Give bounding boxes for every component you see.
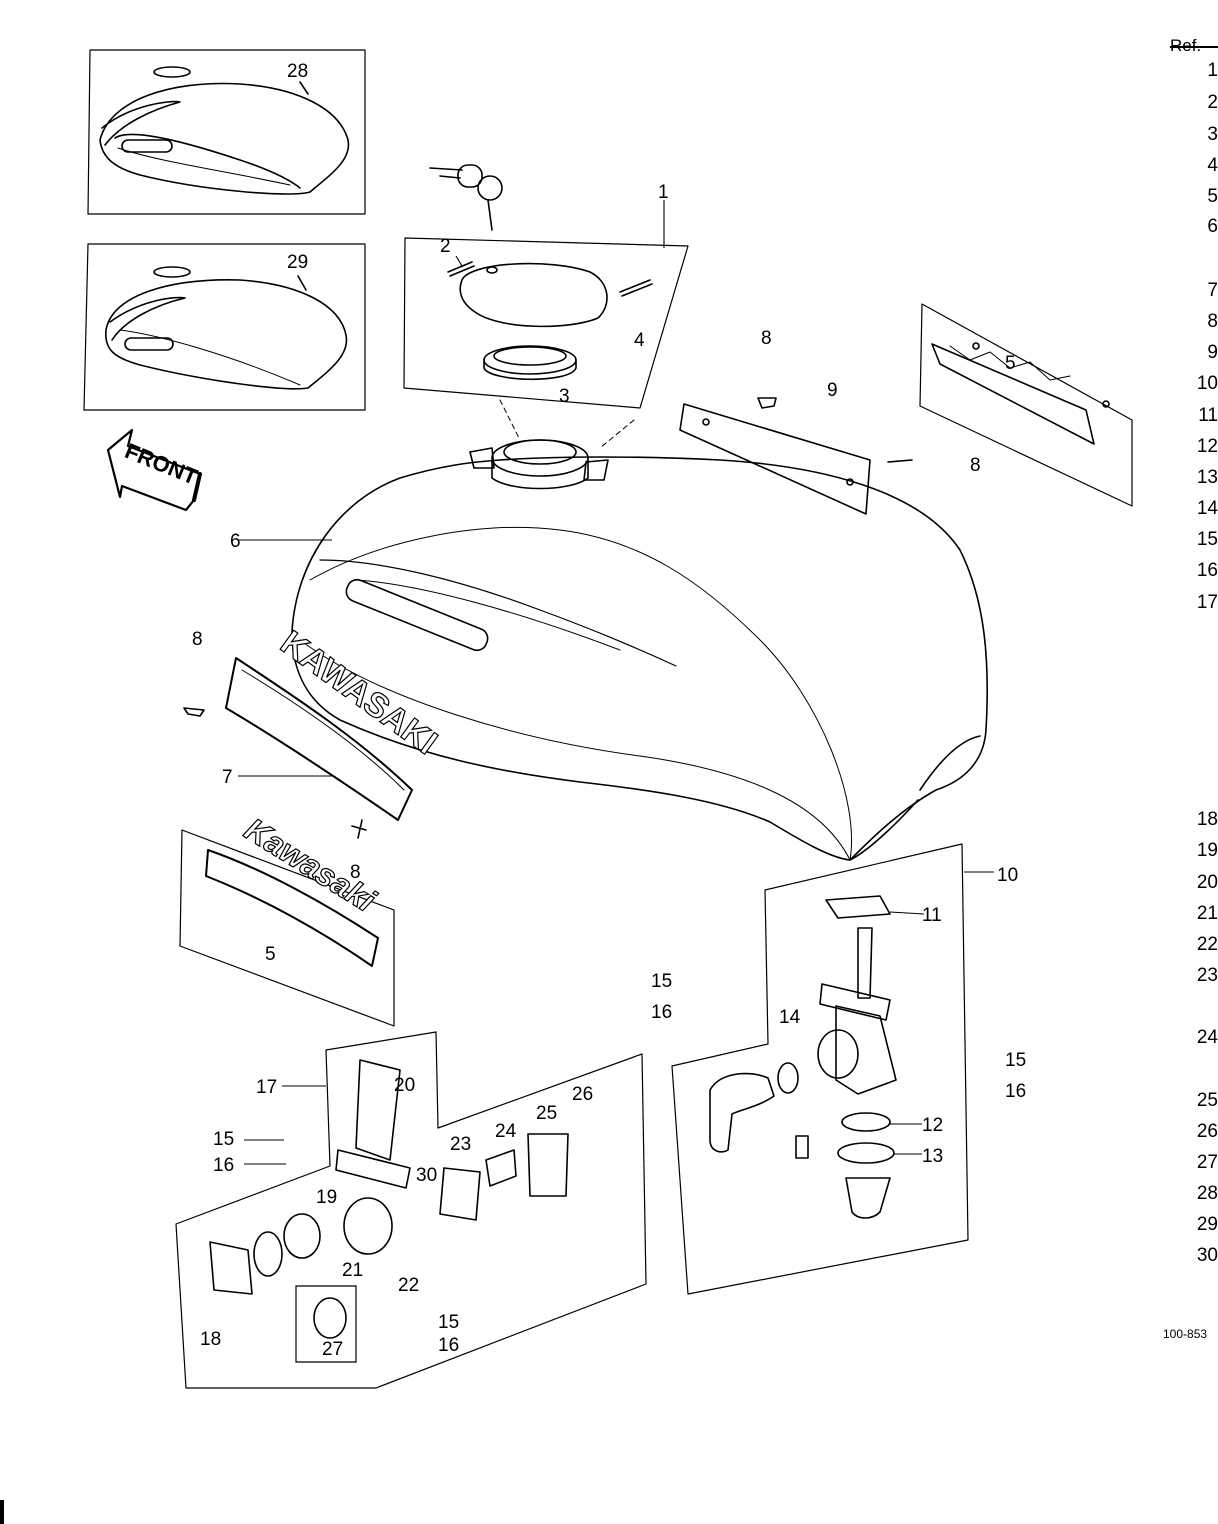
ref-column-header: Ref. (1170, 36, 1202, 55)
callout-2: 2 (440, 236, 451, 257)
part-17-fuel-tap-assembly (175, 1031, 647, 1389)
ref-number: 13 (1196, 467, 1218, 488)
ref-number: 12 (1196, 436, 1218, 457)
callout-30: 30 (416, 1165, 437, 1186)
callout-18: 18 (200, 1329, 221, 1350)
callout-6: 6 (230, 531, 241, 552)
callout-8b: 8 (970, 455, 981, 476)
callout-11: 11 (922, 905, 942, 926)
callout-16b: 16 (1005, 1081, 1026, 1102)
ref-number: 24 (1196, 1027, 1218, 1048)
callout-23: 23 (450, 1134, 471, 1155)
ref-number: 27 (1196, 1152, 1218, 1173)
screw-8 (183, 397, 913, 839)
callout-13: 13 (922, 1146, 943, 1167)
callout-9: 9 (827, 380, 838, 401)
callout-27: 27 (322, 1339, 343, 1360)
ref-number: 5 (1207, 186, 1218, 207)
ref-number: 10 (1196, 373, 1218, 394)
callout-29: 29 (287, 252, 308, 273)
ref-number: 26 (1196, 1121, 1218, 1142)
ref-number: 9 (1207, 342, 1218, 363)
ref-number: 29 (1196, 1214, 1218, 1235)
callout-8a: 8 (761, 328, 772, 349)
part-10-fuel-tap (671, 843, 969, 1295)
callout-16c: 16 (213, 1155, 234, 1176)
ref-number: 23 (1196, 965, 1218, 986)
ref-number: 30 (1196, 1245, 1218, 1266)
callout-25: 25 (536, 1103, 557, 1124)
callout-15b: 15 (1005, 1050, 1026, 1071)
ref-number: 14 (1196, 498, 1218, 519)
callout-5-lower: 5 (265, 944, 276, 965)
ref-number: 6 (1207, 216, 1218, 237)
part-6-fuel-tank (291, 399, 989, 861)
leader-lines (238, 200, 994, 1165)
header-rule (1170, 46, 1218, 48)
callout-labels: 28 29 1 2 3 4 5 5 6 7 8 8 8 8 9 10 11 12… (192, 61, 1026, 1360)
callout-5-upper: 5 (1005, 353, 1016, 374)
ref-number: 19 (1196, 840, 1218, 861)
ref-number: 3 (1207, 124, 1218, 145)
part-7-emblem (225, 657, 413, 821)
callout-4: 4 (634, 330, 645, 351)
ref-number: 25 (1196, 1090, 1218, 1111)
callout-8d: 8 (350, 862, 361, 883)
callout-12: 12 (922, 1115, 943, 1136)
callout-26: 26 (572, 1084, 593, 1105)
callout-20: 20 (394, 1075, 415, 1096)
callout-15c: 15 (213, 1129, 234, 1150)
ref-number: 11 (1198, 405, 1218, 426)
callout-10: 10 (997, 865, 1018, 886)
part-9-bracket (679, 403, 871, 515)
callout-8c: 8 (192, 629, 203, 650)
edge-mark (0, 1500, 4, 1524)
ref-number: 15 (1196, 529, 1218, 550)
emblem-kawasaki-upper: KAWASAKI (273, 624, 444, 762)
callout-7: 7 (222, 767, 233, 788)
callout-28: 28 (287, 61, 308, 82)
part-29-tank-variant (83, 243, 366, 411)
ref-number: 22 (1196, 934, 1218, 955)
callout-16a: 16 (651, 1002, 672, 1023)
part-28-tank-variant (87, 49, 366, 215)
callout-17: 17 (256, 1077, 277, 1098)
callout-14: 14 (779, 1007, 801, 1028)
ref-number: 21 (1196, 903, 1218, 924)
fuel-cap-assembly (403, 237, 689, 409)
ref-number: 2 (1207, 92, 1218, 113)
callout-1: 1 (658, 182, 669, 203)
ref-number: 20 (1196, 872, 1218, 893)
ref-number: 1 (1207, 60, 1218, 81)
ref-number: 8 (1207, 311, 1218, 332)
callout-21: 21 (342, 1260, 363, 1281)
callout-16d: 16 (438, 1335, 459, 1356)
callout-19: 19 (316, 1187, 337, 1208)
ref-number: 17 (1196, 592, 1218, 613)
ref-number: 4 (1207, 155, 1218, 176)
callout-15d: 15 (438, 1312, 459, 1333)
ref-number: 7 (1207, 280, 1218, 301)
ref-number: 18 (1196, 809, 1218, 830)
callout-22: 22 (398, 1275, 419, 1296)
front-arrow (106, 428, 202, 512)
callout-24: 24 (495, 1121, 517, 1142)
callout-3: 3 (559, 386, 570, 407)
part-5-emblem-upper (919, 303, 1133, 507)
ref-number: 28 (1196, 1183, 1218, 1204)
ref-number: 16 (1196, 560, 1218, 581)
callout-15a: 15 (651, 971, 672, 992)
diagram-code: 100-853 (1163, 1327, 1208, 1341)
keys (429, 164, 503, 231)
part-5-emblem-lower (179, 829, 395, 1027)
